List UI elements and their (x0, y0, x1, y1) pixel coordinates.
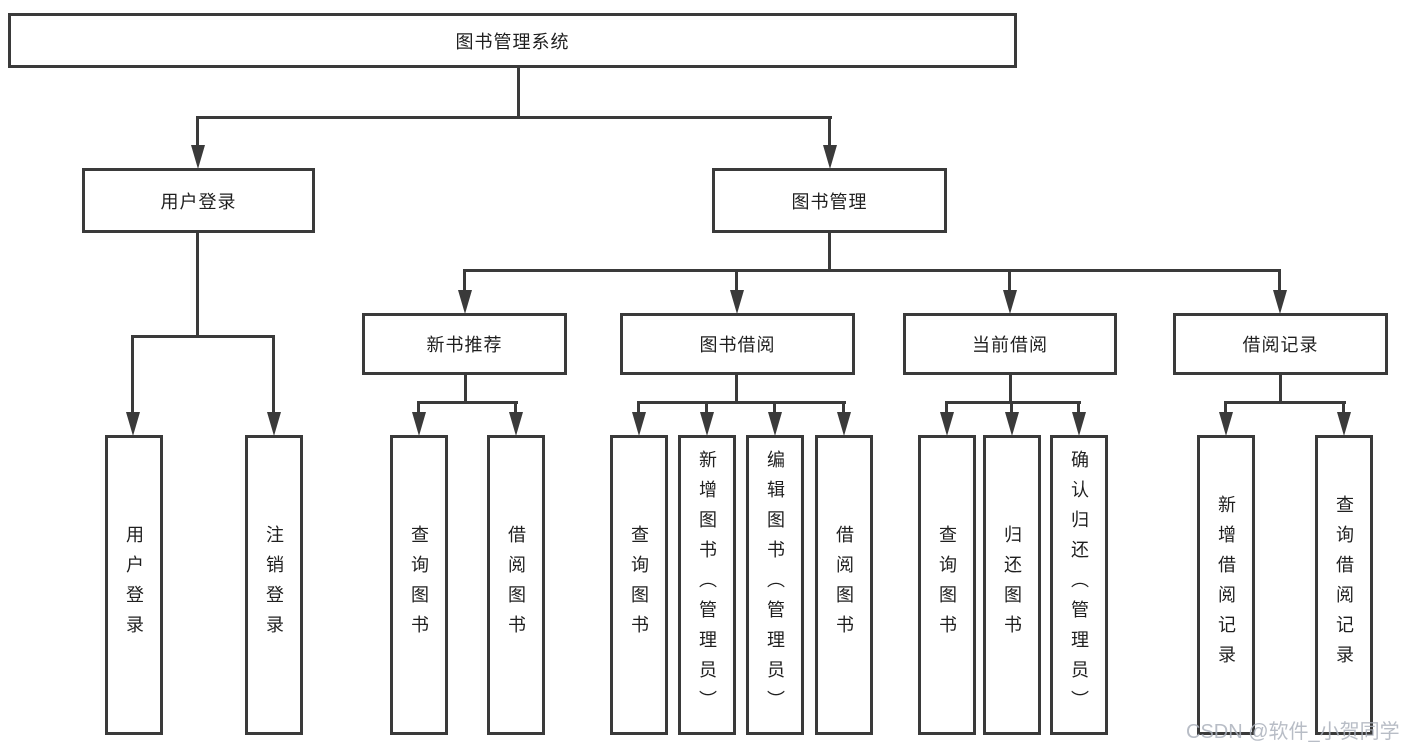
node-root-label: 图书管理系统 (455, 31, 570, 52)
arrow-down-icon (1337, 412, 1351, 436)
leaf-borrow-books: 借阅图书 (815, 435, 873, 735)
arrow-down-icon (1219, 412, 1233, 436)
arrow-down-icon (1005, 412, 1019, 436)
leaf-add-borrow-record: 新增借阅记录 (1197, 435, 1255, 735)
arrow-down-icon (1273, 290, 1287, 314)
leaf-query-books-recommend-label: 查询图书 (409, 525, 429, 645)
leaf-user-login-label: 用户登录 (124, 525, 144, 645)
connector-line (1224, 401, 1346, 404)
arrow-down-icon (509, 412, 523, 436)
leaf-return-books: 归还图书 (983, 435, 1041, 735)
leaf-user-login: 用户登录 (105, 435, 163, 735)
connector-line (735, 269, 738, 291)
connector-line (514, 401, 517, 413)
connector-line (517, 68, 520, 118)
connector-line (464, 375, 467, 403)
connector-line (196, 116, 832, 119)
node-user-login-label: 用户登录 (160, 191, 237, 212)
connector-line (1342, 401, 1345, 413)
arrow-down-icon (126, 412, 140, 436)
leaf-query-books-recommend: 查询图书 (390, 435, 448, 735)
arrow-down-icon (940, 412, 954, 436)
leaf-edit-books-admin-label: 编辑图书（管理员） (765, 450, 785, 720)
leaf-edit-books-admin: 编辑图书（管理员） (746, 435, 804, 735)
leaf-logout-label: 注销登录 (264, 525, 284, 645)
arrow-down-icon (1072, 412, 1086, 436)
connector-line (828, 233, 831, 272)
leaf-query-books-current-label: 查询图书 (937, 525, 957, 645)
leaf-query-books-current: 查询图书 (918, 435, 976, 735)
connector-line (463, 269, 1281, 272)
leaf-add-books-admin: 新增图书（管理员） (678, 435, 736, 735)
leaf-confirm-return-admin-label: 确认归还（管理员） (1069, 450, 1089, 720)
node-book-management-label: 图书管理 (791, 191, 868, 212)
connector-line (1278, 269, 1281, 291)
leaf-query-borrow-record-label: 查询借阅记录 (1334, 495, 1354, 675)
connector-line (417, 401, 420, 413)
connector-line (1008, 269, 1011, 291)
connector-line (1010, 401, 1013, 413)
arrow-down-icon (700, 412, 714, 436)
leaf-add-books-admin-label: 新增图书（管理员） (697, 450, 717, 720)
connector-line (842, 401, 845, 413)
connector-line (945, 401, 948, 413)
leaf-add-borrow-record-label: 新增借阅记录 (1216, 495, 1236, 675)
arrow-down-icon (267, 412, 281, 436)
node-book-borrow: 图书借阅 (620, 313, 855, 375)
connector-line (773, 401, 776, 413)
leaf-query-books-borrow: 查询图书 (610, 435, 668, 735)
connector-line (705, 401, 708, 413)
node-new-book-recommend: 新书推荐 (362, 313, 567, 375)
connector-line (1009, 375, 1012, 403)
node-new-book-recommend-label: 新书推荐 (426, 335, 503, 355)
arrow-down-icon (730, 290, 744, 314)
connector-line (735, 375, 738, 403)
leaf-query-borrow-record: 查询借阅记录 (1315, 435, 1373, 735)
connector-line (637, 401, 846, 404)
arrow-down-icon (412, 412, 426, 436)
connector-line (1224, 401, 1227, 413)
leaf-query-books-borrow-label: 查询图书 (629, 525, 649, 645)
node-borrow-records-label: 借阅记录 (1242, 335, 1319, 355)
leaf-logout: 注销登录 (245, 435, 303, 735)
connector-line (131, 335, 134, 413)
connector-line (1077, 401, 1080, 413)
connector-line (196, 233, 199, 337)
connector-line (637, 401, 640, 413)
arrow-down-icon (837, 412, 851, 436)
connector-line (272, 335, 275, 413)
arrow-down-icon (458, 290, 472, 314)
node-user-login: 用户登录 (82, 168, 315, 233)
connector-line (131, 335, 275, 338)
arrow-down-icon (823, 145, 837, 169)
csdn-watermark: CSDN @软件_小贺同学 (1186, 721, 1400, 743)
node-current-borrow-label: 当前借阅 (972, 335, 1048, 355)
arrow-down-icon (191, 145, 205, 169)
node-borrow-records: 借阅记录 (1173, 313, 1388, 375)
node-book-management: 图书管理 (712, 168, 947, 233)
leaf-borrow-books-recommend: 借阅图书 (487, 435, 545, 735)
node-root: 图书管理系统 (8, 13, 1017, 68)
arrow-down-icon (768, 412, 782, 436)
connector-line (196, 116, 199, 146)
node-current-borrow: 当前借阅 (903, 313, 1117, 375)
connector-line (828, 116, 831, 146)
connector-line (945, 401, 1081, 404)
connector-line (463, 269, 466, 291)
connector-line (417, 401, 518, 404)
connector-line (1279, 375, 1282, 403)
leaf-borrow-books-label: 借阅图书 (834, 525, 854, 645)
arrow-down-icon (632, 412, 646, 436)
leaf-borrow-books-recommend-label: 借阅图书 (506, 525, 526, 645)
leaf-confirm-return-admin: 确认归还（管理员） (1050, 435, 1108, 735)
arrow-down-icon (1003, 290, 1017, 314)
leaf-return-books-label: 归还图书 (1002, 525, 1022, 645)
node-book-borrow-label: 图书借阅 (699, 335, 776, 355)
